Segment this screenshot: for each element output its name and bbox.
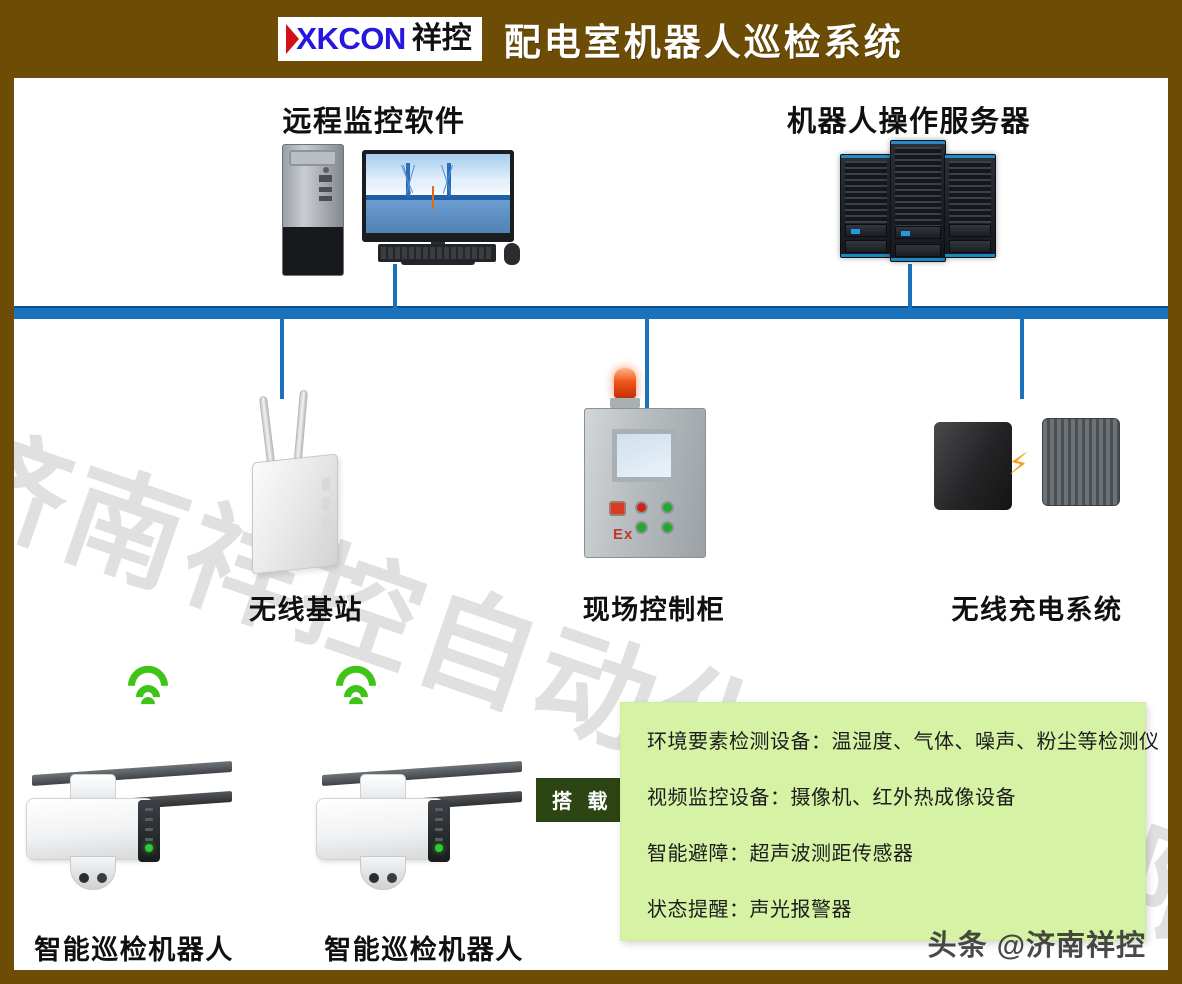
server-rack-right [944,154,996,258]
bus-drop-to-ap [280,319,284,399]
robot-ptz-camera-icon [360,856,406,890]
wireless-access-point-icon [236,389,376,575]
access-point-body [252,453,338,575]
red-arrow-icon [286,23,300,54]
robot-power-led [145,844,153,852]
wifi-signal-icon-2 [327,657,418,718]
explosion-proof-cabinet-icon: Ex [574,368,734,568]
bus-drop-to-server [908,264,912,308]
server-rack-left [840,154,892,258]
robot-panel [428,800,450,862]
logo-chinese-text: 祥控 [411,21,472,55]
ex-marking-label: Ex [613,526,634,543]
node-label-robot-operation-server: 机器人操作服务器 [786,106,1031,138]
beacon-light-icon [614,368,636,398]
cabinet-body: Ex [584,408,706,558]
info-line-status-alarm: 状态提醒：声光报警器 [647,899,852,921]
robot-panel [138,800,160,862]
diagram-canvas: 济南祥控自动化设备有限公司 远程监控软件 [14,78,1168,970]
keyboard-icon [378,244,496,262]
wireless-charger-icon: ⚡ [930,416,1140,526]
node-label-wireless-base-station: 无线基站 [249,595,363,625]
bus-drop-to-cabinet [645,319,649,415]
emergency-stop-button[interactable] [609,501,626,516]
charger-module-transmitter [1042,418,1120,506]
indicator-green2-button[interactable] [635,521,648,534]
monitor-icon [362,150,514,265]
node-label-remote-monitoring-software: 远程监控软件 [282,106,466,138]
server-rack-center [890,140,946,262]
indicator-red-button[interactable] [635,501,648,514]
rail-beam-top [322,761,522,786]
bus-drop-to-charger [1020,319,1024,399]
info-line-video: 视频监控设备：摄像机、红外热成像设备 [647,787,1016,809]
mouse-icon [504,243,520,265]
pc-tower-icon [282,144,344,276]
rail-beam-top [32,761,232,786]
logo-latin-text: XKCON [296,21,406,56]
carry-tag: 搭 载 [536,778,627,822]
indicator-green3-button[interactable] [661,521,674,534]
node-label-field-control-cabinet: 现场控制柜 [582,595,726,625]
corner-watermark: 头条 @济南祥控 [927,930,1146,962]
indicator-green-button[interactable] [661,501,674,514]
robot-body [316,798,444,860]
info-line-environment: 环境要素检测设备：温湿度、气体、噪声、粉尘等检测仪 [647,731,1160,753]
wifi-signal-icon-1 [119,657,210,718]
node-label-wireless-charging-system: 无线充电系统 [951,595,1123,625]
company-logo: XKCON 祥控 [278,17,482,61]
robot-ptz-camera-icon [70,856,116,890]
rail-inspection-robot-icon-1 [14,761,244,928]
rail-inspection-robot-icon-2 [304,761,534,928]
page-header: XKCON 祥控 配电室机器人巡检系统 [0,0,1182,78]
network-bus-line [14,306,1168,319]
payload-info-panel: 环境要素检测设备：温湿度、气体、噪声、粉尘等检测仪 视频监控设备：摄像机、红外热… [620,702,1160,941]
page-title: 配电室机器人巡检系统 [503,22,904,63]
desktop-computer-icon [282,144,532,276]
beacon-base [610,398,640,408]
node-label-inspection-robot-2: 智能巡检机器人 [324,935,524,965]
robot-body [26,798,154,860]
server-rack-icon [840,140,996,264]
hmi-screen-icon[interactable] [612,429,676,482]
node-label-inspection-robot-1: 智能巡检机器人 [34,935,234,965]
robot-power-led [435,844,443,852]
bus-drop-to-pc [393,264,397,308]
charger-module-receiver [934,422,1012,510]
info-line-obstacle: 智能避障：超声波测距传感器 [647,843,914,865]
